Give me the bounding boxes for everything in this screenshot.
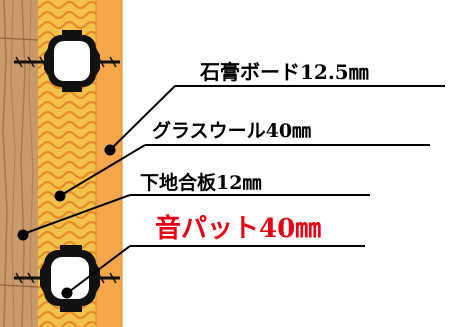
callout-gypsum-board bbox=[104, 85, 445, 156]
label-sound-pad: 音パット40㎜ bbox=[155, 213, 321, 244]
label-glass-wool: グラスウール40㎜ bbox=[152, 119, 311, 142]
callout-sound-pad bbox=[61, 245, 365, 299]
label-gypsum-board: 石膏ボード12.5㎜ bbox=[199, 60, 369, 84]
bottom-screw-bracket bbox=[14, 245, 120, 312]
top-screw-bracket bbox=[14, 30, 120, 92]
callout-plywood bbox=[17, 194, 370, 241]
wood-panel-layer bbox=[0, 0, 39, 327]
label-plywood: 下地合板12㎜ bbox=[140, 171, 261, 194]
callout-glass-wool bbox=[54, 144, 430, 202]
